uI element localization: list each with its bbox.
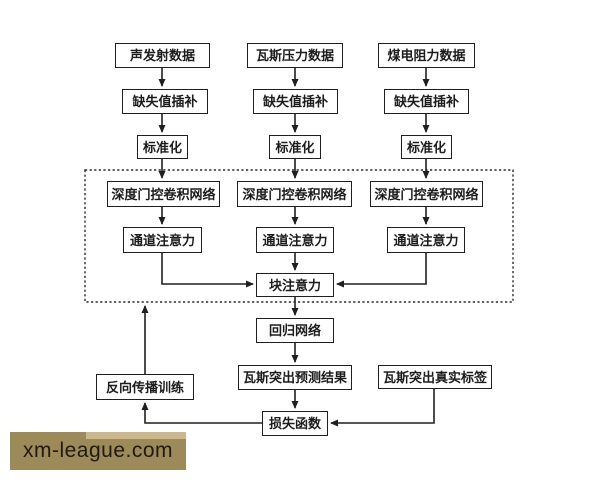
- node-label: 反向传播训练: [105, 379, 184, 395]
- watermark-light-strip: [86, 432, 186, 439]
- watermark: xm-league.com: [10, 432, 186, 470]
- node-imputation-col2: 缺失值插补: [253, 89, 338, 114]
- node-label: 标准化: [142, 139, 182, 155]
- node-label: 声发射数据: [129, 48, 195, 63]
- node-label: 瓦斯突出预测结果: [242, 370, 347, 385]
- node-label: 缺失值插补: [262, 94, 328, 109]
- node-label: 标准化: [275, 139, 315, 155]
- node-label: 煤电阻力数据: [387, 48, 466, 63]
- node-label: 损失函数: [268, 416, 321, 431]
- node-label: 通道注意力: [262, 232, 328, 248]
- node-true-label: 瓦斯突出真实标签: [378, 365, 492, 389]
- node-imputation-col3: 缺失值插补: [384, 89, 469, 114]
- node-prediction-result: 瓦斯突出预测结果: [238, 365, 352, 390]
- watermark-text: xm-league.com: [22, 439, 174, 462]
- node-channel-attention-col2: 通道注意力: [256, 227, 334, 253]
- node-channel-attention-col3: 通道注意力: [387, 227, 465, 253]
- node-label: 缺失值插补: [132, 94, 198, 109]
- node-acoustic-emission-data: 声发射数据: [115, 43, 210, 68]
- node-label: 深度门控卷积网络: [111, 186, 216, 202]
- node-coal-resistance-data: 煤电阻力数据: [378, 43, 475, 68]
- node-label: 通道注意力: [393, 232, 459, 248]
- node-loss-function: 损失函数: [262, 411, 328, 436]
- node-label: 缺失值插补: [393, 94, 459, 109]
- node-gated-cnn-col3: 深度门控卷积网络: [370, 181, 483, 207]
- node-label: 通道注意力: [129, 232, 195, 248]
- node-backprop-training: 反向传播训练: [96, 374, 194, 400]
- node-gated-cnn-col2: 深度门控卷积网络: [237, 181, 352, 207]
- node-label: 深度门控卷积网络: [374, 186, 479, 202]
- node-regression-network: 回归网络: [256, 318, 334, 343]
- node-label: 深度门控卷积网络: [242, 186, 347, 202]
- node-label: 回归网络: [268, 323, 321, 338]
- node-gas-pressure-data: 瓦斯压力数据: [247, 43, 343, 68]
- node-block-attention: 块注意力: [256, 273, 334, 297]
- node-imputation-col1: 缺失值插补: [122, 89, 208, 114]
- node-label: 瓦斯突出真实标签: [382, 369, 487, 385]
- node-standardization-col2: 标准化: [269, 135, 321, 159]
- node-standardization-col3: 标准化: [401, 135, 452, 159]
- node-channel-attention-col1: 通道注意力: [123, 227, 202, 253]
- node-gated-cnn-col1: 深度门控卷积网络: [107, 181, 220, 207]
- node-label: 标准化: [406, 139, 446, 155]
- fusion-group-dashed-border: [84, 169, 514, 303]
- node-label: 瓦斯压力数据: [255, 48, 334, 63]
- node-label: 块注意力: [268, 277, 321, 293]
- node-standardization-col1: 标准化: [137, 135, 188, 159]
